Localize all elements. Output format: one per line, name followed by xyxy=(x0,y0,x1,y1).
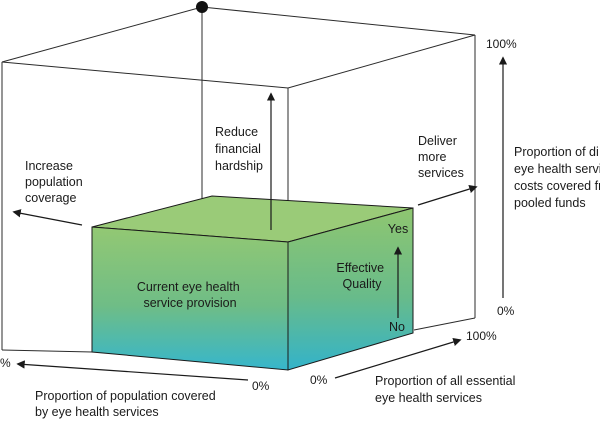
population-axis-label: Proportion of population covered by eye … xyxy=(35,389,219,419)
depth-axis-label: Proportion of all essential eye health s… xyxy=(375,374,519,405)
quality-no-label: No xyxy=(389,320,405,334)
deliver-services-arrow xyxy=(417,184,478,206)
increase-coverage-label: Increase population coverage xyxy=(25,159,86,205)
depth-axis-arrow xyxy=(334,337,462,379)
depth-axis-max: 100% xyxy=(466,329,497,343)
vertical-axis-label: Proportion of di eye health servic costs… xyxy=(514,145,600,210)
population-axis-arrow xyxy=(16,360,249,381)
deliver-services-label: Deliver more services xyxy=(418,134,464,180)
current-provision-box xyxy=(91,195,414,371)
quality-label: Effective Quality xyxy=(336,261,387,291)
increase-coverage-arrow xyxy=(12,209,83,226)
apex-dot xyxy=(196,1,208,13)
vertical-axis-max: 100% xyxy=(486,37,517,51)
quality-yes-label: Yes xyxy=(388,222,408,236)
box-label: Current eye health service provision xyxy=(137,280,243,310)
reduce-hardship-label: Reduce financial hardship xyxy=(215,125,264,173)
vertical-axis-min: 0% xyxy=(497,304,515,318)
population-axis-min: 0% xyxy=(252,379,270,393)
box-side-face xyxy=(287,207,414,371)
depth-axis-min: 0% xyxy=(310,373,328,387)
population-axis-max: % xyxy=(0,356,11,370)
